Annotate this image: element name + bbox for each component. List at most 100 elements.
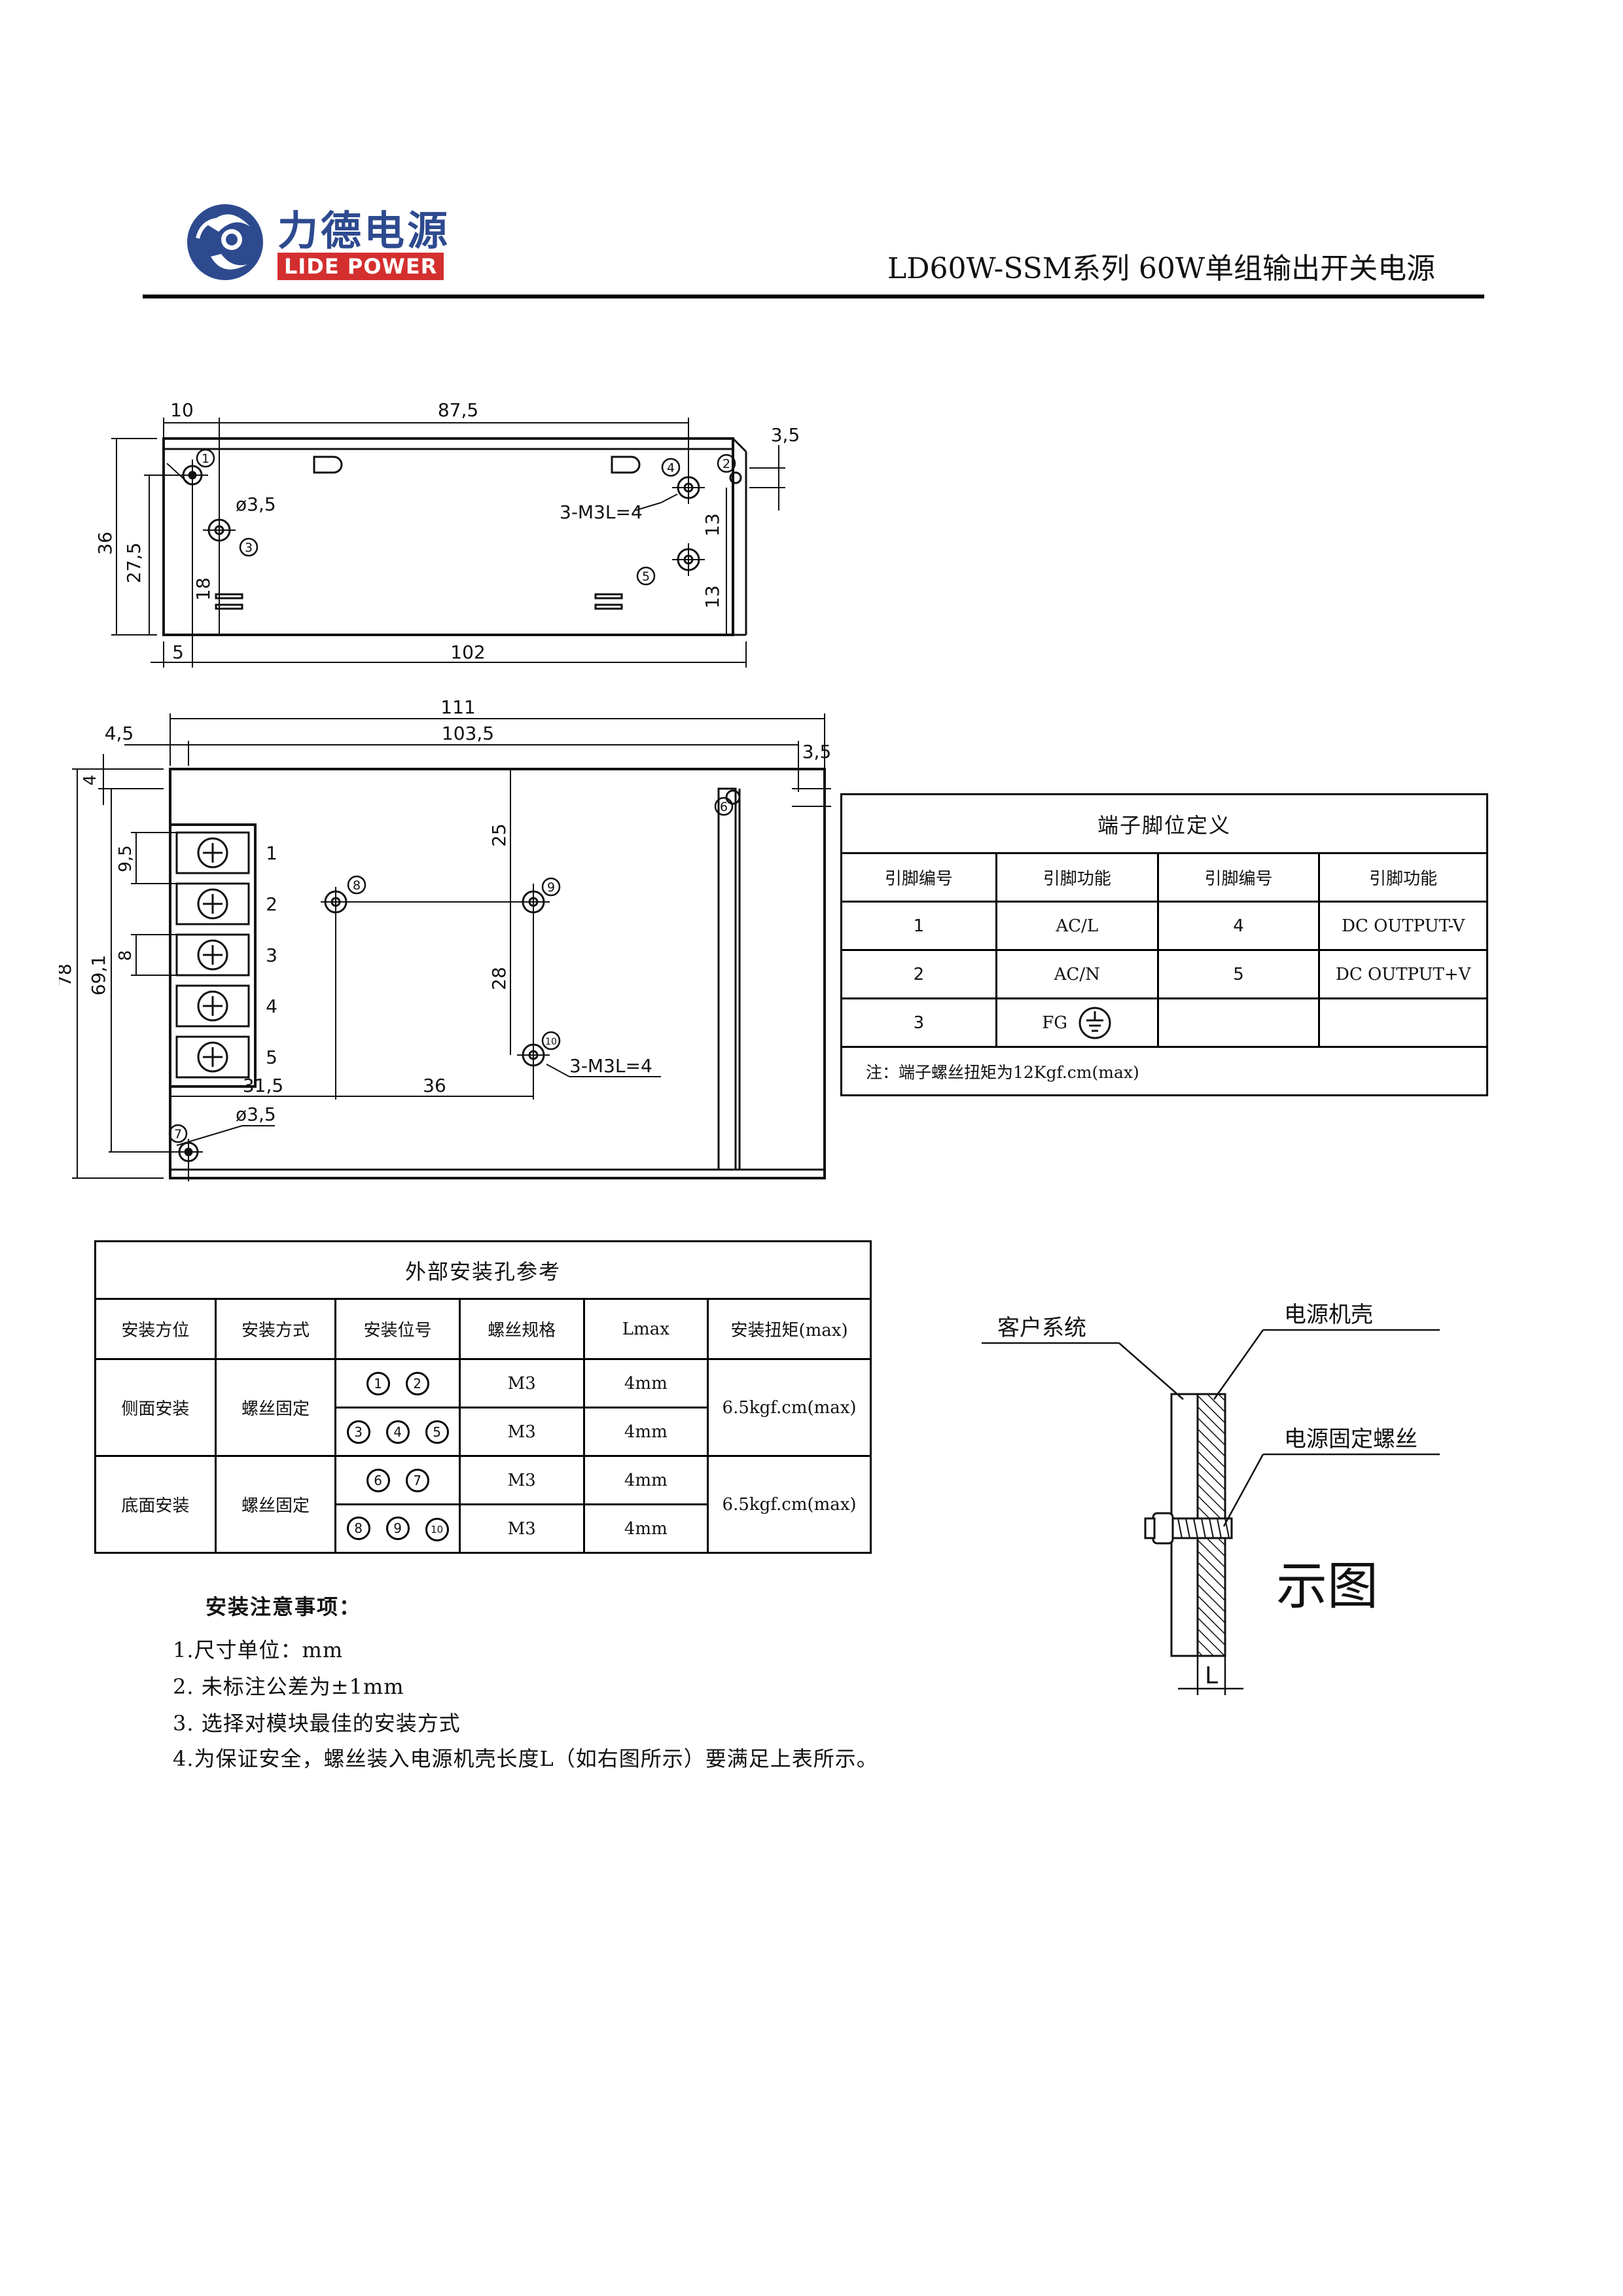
mounting-hole-table: 外部安装孔参考 安装方位 安装方式 安装位号 螺丝规格 Lmax 安装扭矩(ma… <box>94 1240 872 1554</box>
mount-header-method: 安装方式 <box>214 1298 337 1360</box>
notes-title: 安装注意事项： <box>205 1594 362 1619</box>
dim-10: 10 <box>170 399 194 421</box>
dim-28: 28 <box>488 967 510 990</box>
pin-table-title: 端子脚位定义 <box>840 793 1488 854</box>
front-screw-label: 3-M3L=4 <box>569 1055 652 1077</box>
logo-en-text: LIDE POWER <box>277 253 444 280</box>
terminal-number-2: 2 <box>266 893 277 915</box>
hole-marker: 3 <box>346 1420 370 1444</box>
diagram-caption: 示图 <box>1276 1557 1378 1616</box>
mount-header-position: 安装方位 <box>94 1298 217 1360</box>
pin-no: 4 <box>1156 901 1321 951</box>
marker-6: 6 <box>720 800 728 814</box>
mount-header-screw: 螺丝规格 <box>458 1298 585 1360</box>
dim-78: 78 <box>59 963 75 987</box>
pin-no <box>1156 997 1321 1048</box>
mount-torque: 6.5kgf.cm(max) <box>707 1455 872 1554</box>
mount-position: 侧面安装 <box>94 1358 217 1457</box>
note-item: 1.尺寸单位：mm <box>173 1638 344 1662</box>
pin-header-no-2: 引脚编号 <box>1156 852 1321 903</box>
logo: 力德电源 LIDE POWER <box>182 196 457 288</box>
hole-marker: 4 <box>385 1420 410 1444</box>
terminal-number-4: 4 <box>266 996 277 1017</box>
terminal-number-3: 3 <box>266 944 277 966</box>
hole-marker: 8 <box>346 1516 370 1540</box>
pin-func: DC OUTPUT+V <box>1318 949 1488 999</box>
pin-func-fg-cell: FG <box>995 997 1159 1048</box>
pin-func <box>1318 997 1488 1048</box>
table-row: 1 AC/L 4 DC OUTPUT-V <box>840 901 1488 951</box>
dim-25: 25 <box>488 823 510 847</box>
marker-9: 9 <box>547 880 555 895</box>
dim-27-5: 27,5 <box>123 543 145 583</box>
installation-diagram: 客户系统 电源机壳 电源固定螺丝 L 示图 <box>982 1302 1440 1695</box>
hole-marker: 5 <box>425 1420 449 1444</box>
dim-4: 4 <box>80 775 100 786</box>
dim-103-5: 103,5 <box>442 723 494 744</box>
mount-screw: M3 <box>458 1503 585 1554</box>
pin-no: 2 <box>840 949 997 999</box>
marker-7: 7 <box>174 1127 182 1141</box>
mount-screw: M3 <box>458 1455 585 1505</box>
marker-10: 10 <box>545 1037 557 1047</box>
note-item: 2. 未标注公差为±1mm <box>173 1674 404 1699</box>
hole-marker: 7 <box>405 1468 429 1492</box>
hole-label: ø3,5 <box>236 493 276 515</box>
mount-screw: M3 <box>458 1407 585 1457</box>
ground-icon <box>1079 1007 1111 1039</box>
mount-lmax: 4mm <box>582 1503 709 1554</box>
pin-no: 1 <box>840 901 997 951</box>
marker-4: 4 <box>667 461 675 475</box>
top-view-drawing: 10 87,5 3,5 36 27,5 18 13 13 5 102 ø3,5 … <box>94 399 800 668</box>
pin-table-note: 注：端子螺丝扭矩为12Kgf.cm(max) <box>840 1046 1488 1096</box>
mount-lmax: 4mm <box>582 1358 709 1408</box>
dim-13-b: 13 <box>702 585 723 609</box>
screw-label: 3-M3L=4 <box>560 501 643 523</box>
label-customer-system: 客户系统 <box>997 1315 1086 1341</box>
dim-36: 36 <box>94 531 116 555</box>
front-hole-label: ø3,5 <box>236 1103 276 1125</box>
hole-marker: 1 <box>366 1371 390 1395</box>
logo-cn-text: 力德电源 <box>277 207 451 255</box>
pin-no: 3 <box>840 997 997 1048</box>
mount-position: 底面安装 <box>94 1455 217 1554</box>
mount-header-torque: 安装扭矩(max) <box>707 1298 872 1360</box>
dim-87-5: 87,5 <box>438 399 478 421</box>
label-L: L <box>1205 1662 1218 1689</box>
pin-func: DC OUTPUT-V <box>1318 901 1488 951</box>
pin-definition-table: 端子脚位定义 引脚编号 引脚功能 引脚编号 引脚功能 1 AC/L 4 DC O… <box>840 793 1488 1096</box>
dim-5: 5 <box>172 641 184 663</box>
mount-method: 螺丝固定 <box>214 1358 337 1457</box>
hole-marker: 9 <box>385 1516 410 1540</box>
dim-13-a: 13 <box>702 513 723 537</box>
pin-func: FG <box>1042 1013 1068 1033</box>
front-view-drawing: 111 103,5 4,5 3,5 4 78 69,1 9,5 8 25 28 … <box>59 696 831 1181</box>
pin-header-func-1: 引脚功能 <box>995 852 1159 903</box>
table-row: 3 FG <box>840 997 1488 1048</box>
mount-table-title: 外部安装孔参考 <box>94 1240 872 1300</box>
dim-3-5-top: 3,5 <box>771 424 800 446</box>
dim-111: 111 <box>440 696 475 718</box>
marker-3: 3 <box>245 541 253 555</box>
marker-2: 2 <box>722 457 730 471</box>
marker-5: 5 <box>642 569 650 584</box>
pin-header-func-2: 引脚功能 <box>1318 852 1488 903</box>
hole-marker: 10 <box>425 1517 449 1541</box>
mount-lmax: 4mm <box>582 1407 709 1457</box>
dim-102: 102 <box>450 641 485 663</box>
hole-marker: 2 <box>405 1371 429 1395</box>
note-item: 3. 选择对模块最佳的安装方式 <box>173 1711 461 1736</box>
dim-31-5: 31,5 <box>243 1075 283 1096</box>
document-title: LD60W-SSM系列 60W单组输出开关电源 <box>887 252 1436 285</box>
marker-1: 1 <box>202 452 209 466</box>
pin-header-no-1: 引脚编号 <box>840 852 997 903</box>
dim-4-5: 4,5 <box>105 723 134 744</box>
mount-screw: M3 <box>458 1358 585 1408</box>
